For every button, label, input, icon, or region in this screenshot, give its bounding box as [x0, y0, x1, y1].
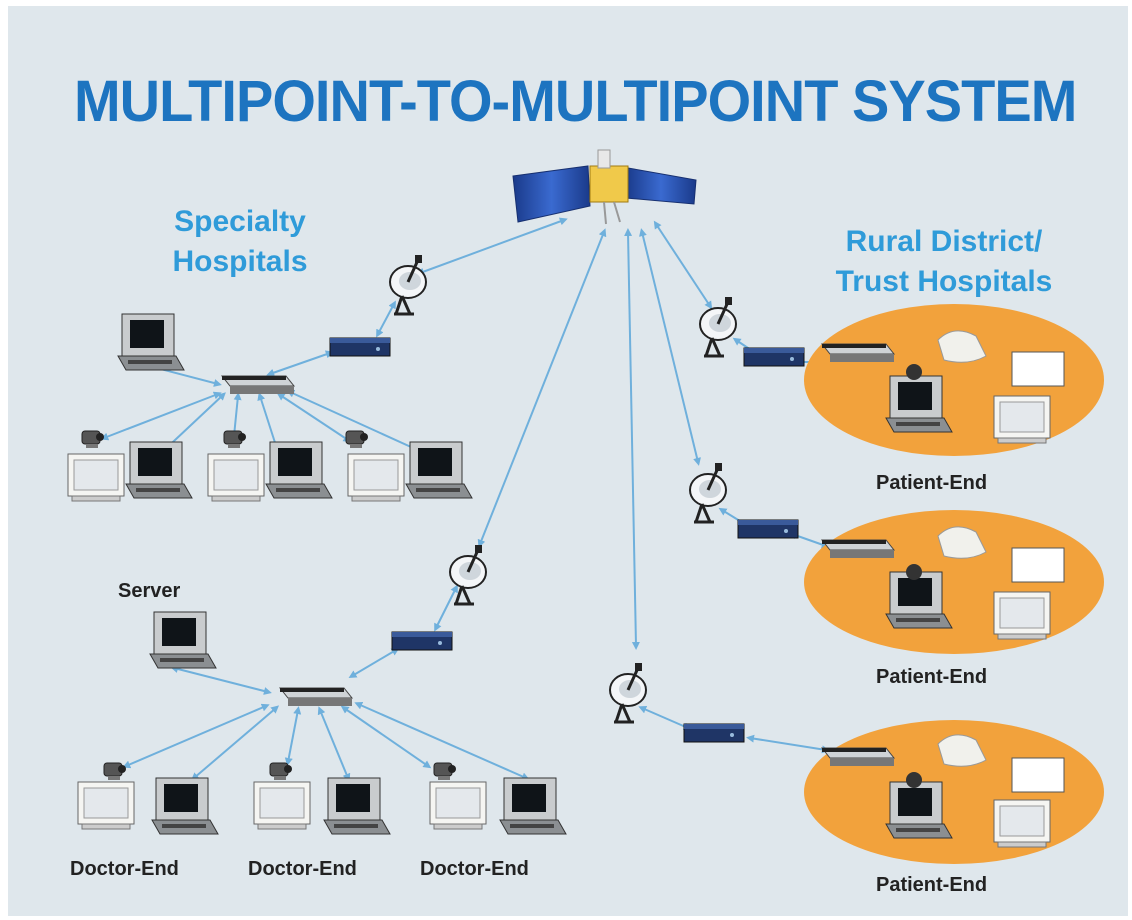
modem-icon	[683, 723, 745, 743]
network-switch-icon	[279, 687, 353, 707]
link-lines	[100, 217, 830, 782]
network-switch-icon	[821, 343, 895, 363]
patient-cluster	[698, 295, 1104, 456]
computer-icon	[323, 777, 391, 835]
doctor-end-label: Doctor-End	[248, 858, 357, 880]
modem-icon	[743, 347, 805, 367]
computer-icon	[499, 777, 567, 835]
modem-icon	[329, 337, 391, 357]
computer-icon	[151, 777, 219, 835]
webcam-icon	[906, 564, 922, 580]
webcam-icon	[223, 430, 247, 449]
doctor-end-label: Doctor-End	[420, 858, 529, 880]
webcam-icon	[269, 762, 293, 781]
doctor-end-label: Doctor-End	[70, 858, 179, 880]
webcam-icon	[81, 430, 105, 449]
modem-icon	[737, 519, 799, 539]
monitor-icon	[77, 781, 135, 830]
monitor-icon	[253, 781, 311, 830]
scanner-icon	[937, 526, 987, 559]
monitor-icon	[207, 453, 265, 502]
specialty-hospitals-label: Specialty Hospitals	[172, 205, 308, 278]
modem-icon	[391, 631, 453, 651]
monitor-icon	[993, 799, 1051, 848]
computer-icon	[149, 611, 217, 669]
computer-icon	[885, 571, 953, 629]
network-diagram	[67, 149, 1104, 864]
network-switch-icon	[821, 539, 895, 559]
satellite-icon	[512, 149, 697, 225]
diagram-canvas: MULTIPOINT-TO-MULTIPOINT SYSTEM Specialt…	[8, 6, 1128, 916]
dish-antenna-icon	[388, 253, 428, 316]
monitor-icon	[993, 591, 1051, 640]
patient-end-label: Patient-End	[876, 874, 988, 896]
webcam-icon	[433, 762, 457, 781]
patient-cluster	[688, 461, 1104, 654]
computer-icon	[405, 441, 473, 499]
document-icon	[1011, 547, 1065, 583]
server-label: Server	[118, 580, 181, 602]
scanner-icon	[937, 734, 987, 767]
computer-icon	[117, 313, 185, 371]
computer-icon	[885, 375, 953, 433]
webcam-icon	[345, 430, 369, 449]
dish-antenna-icon	[698, 295, 738, 358]
patient-end-label: Patient-End	[876, 472, 988, 494]
patient-cluster	[608, 661, 1104, 864]
diagram-title: MULTIPOINT-TO-MULTIPOINT SYSTEM	[74, 69, 1077, 134]
dish-antenna-icon	[448, 543, 488, 606]
rural-hospitals-label: Rural District/ Trust Hospitals	[835, 225, 1053, 298]
monitor-icon	[993, 395, 1051, 444]
webcam-icon	[906, 364, 922, 380]
document-icon	[1011, 351, 1065, 387]
network-switch-icon	[221, 375, 295, 395]
computer-icon	[885, 781, 953, 839]
webcam-icon	[103, 762, 127, 781]
computer-icon	[125, 441, 193, 499]
monitor-icon	[347, 453, 405, 502]
scanner-icon	[937, 330, 987, 363]
monitor-icon	[429, 781, 487, 830]
dish-antenna-icon	[688, 461, 728, 524]
webcam-icon	[906, 772, 922, 788]
monitor-icon	[67, 453, 125, 502]
computer-icon	[265, 441, 333, 499]
patient-end-label: Patient-End	[876, 666, 988, 688]
network-switch-icon	[821, 747, 895, 767]
document-icon	[1011, 757, 1065, 793]
dish-antenna-icon	[608, 661, 648, 724]
